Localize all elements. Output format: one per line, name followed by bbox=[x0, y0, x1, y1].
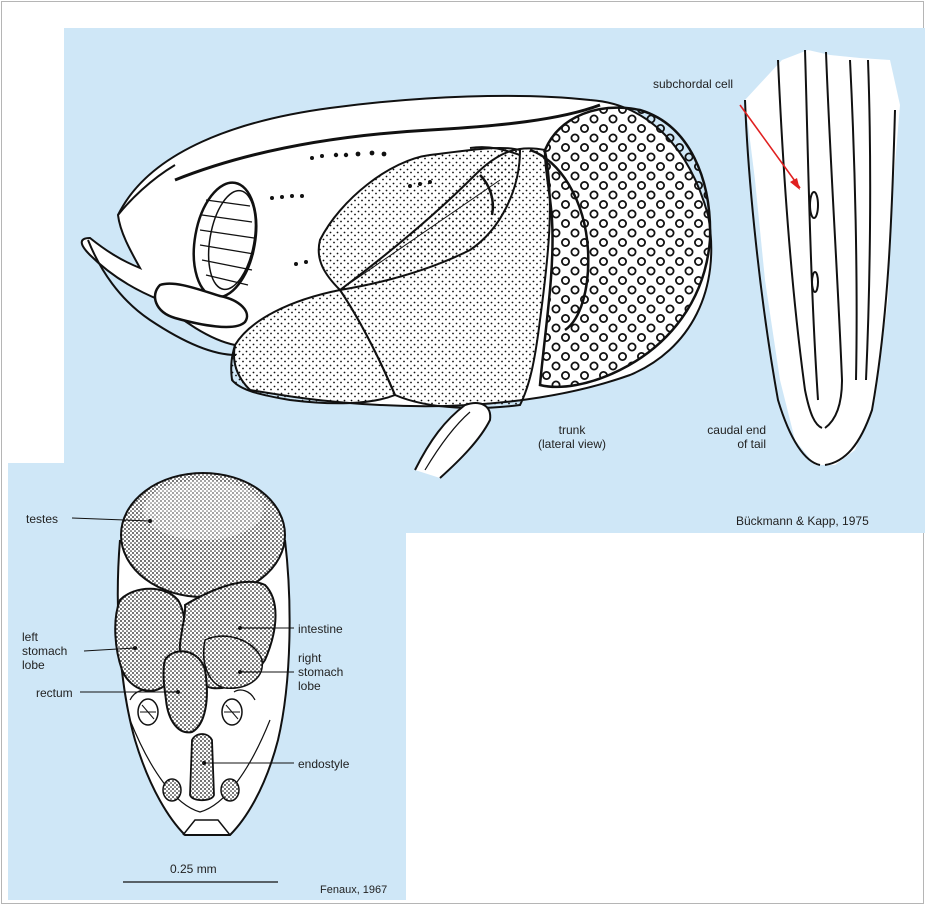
credit-fenaux: Fenaux, 1967 bbox=[320, 883, 387, 897]
label-left-stomach-lobe: left stomach lobe bbox=[22, 630, 67, 672]
label-endostyle: endostyle bbox=[298, 757, 349, 771]
endostyle bbox=[190, 734, 214, 800]
label-rectum: rectum bbox=[36, 686, 73, 700]
label-intestine: intestine bbox=[298, 622, 343, 636]
label-right-stomach-lobe: right stomach lobe bbox=[298, 651, 343, 693]
label-testes: testes bbox=[26, 512, 58, 526]
scale-label: 0.25 mm bbox=[170, 862, 217, 876]
